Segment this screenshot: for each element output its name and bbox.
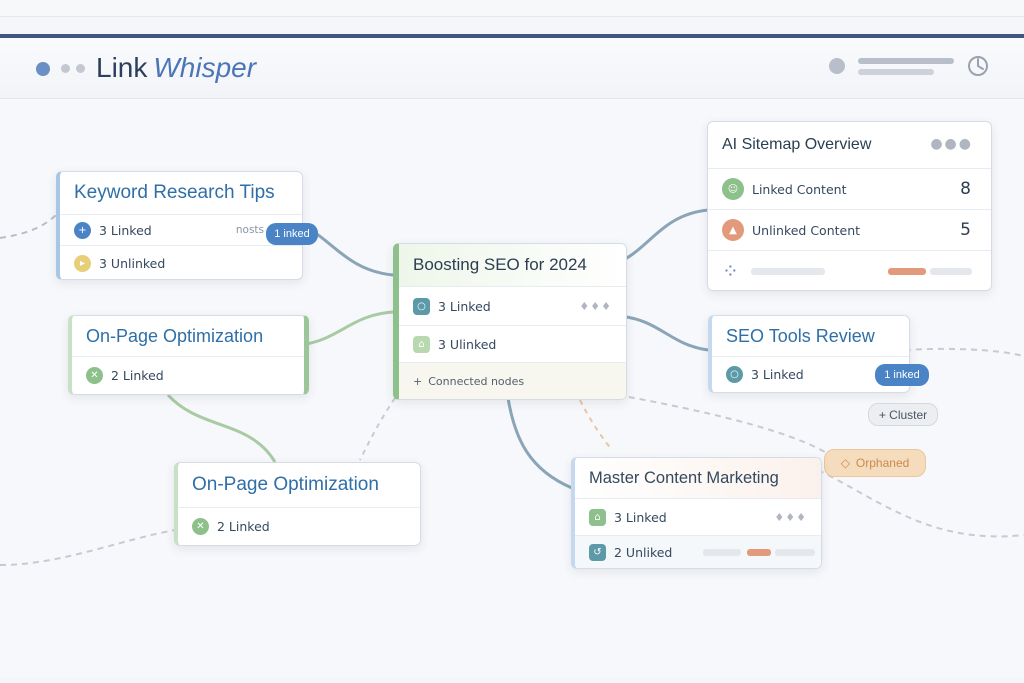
orphaned-chip[interactable]: ◇ Orphaned bbox=[824, 449, 926, 477]
sitemap-summary-row: ⁘ bbox=[708, 250, 991, 290]
tag-icon: ▲ bbox=[722, 219, 744, 241]
linked-count: 2 Linked bbox=[217, 518, 270, 534]
orphaned-label: Orphaned bbox=[855, 456, 910, 470]
node-boosting-seo[interactable]: Boosting SEO for 2024 ○ 3 Linked ♦♦♦ ⌂ 3… bbox=[393, 243, 627, 400]
node-unlinked-row[interactable]: ⌂ 3 Ulinked bbox=[399, 325, 626, 362]
placeholder-bar bbox=[930, 267, 972, 275]
node-title: On-Page Optimization bbox=[86, 325, 264, 346]
node-seo-tools[interactable]: SEO Tools Review ○ 3 Linked bbox=[708, 315, 910, 393]
node-onpage-top[interactable]: On-Page Optimization ✕ 2 Linked bbox=[68, 315, 309, 395]
linked-count: 3 Linked bbox=[99, 222, 152, 238]
sitemap-row-linked[interactable]: ☺ Linked Content 8 bbox=[708, 168, 991, 209]
node-linked-row[interactable]: + 3 Linked nosts bbox=[60, 214, 302, 245]
placeholder-bar bbox=[703, 548, 741, 556]
linked-count: 3 Linked bbox=[438, 298, 491, 314]
plus-icon: + bbox=[413, 374, 423, 388]
posts-tag: nosts bbox=[235, 224, 264, 236]
connected-nodes-footer[interactable]: + Connected nodes bbox=[399, 362, 626, 399]
node-linked-row[interactable]: ○ 3 Linked ♦♦♦ bbox=[399, 286, 626, 325]
node-title: Boosting SEO for 2024 bbox=[399, 244, 626, 286]
node-unlinked-row[interactable]: ↺ 2 Unliked bbox=[575, 535, 821, 568]
home-icon: ⌂ bbox=[413, 335, 430, 353]
sitemap-row-unlinked[interactable]: ▲ Unlinked Content 5 bbox=[708, 209, 991, 250]
window-dot-1[interactable] bbox=[36, 62, 50, 76]
settings-dial-icon[interactable] bbox=[967, 55, 989, 77]
placeholder-bar-accent bbox=[747, 548, 771, 556]
row-value: 5 bbox=[960, 220, 971, 240]
node-title: Keyword Research Tips bbox=[74, 182, 275, 203]
row-value: 8 bbox=[960, 179, 971, 199]
logo-primary: Link bbox=[96, 52, 148, 83]
diamond-icon: ◇ bbox=[840, 456, 850, 470]
row-label: Unlinked Content bbox=[752, 222, 861, 238]
node-onpage-bottom[interactable]: On-Page Optimization ✕ 2 Linked bbox=[174, 462, 421, 546]
droplets-icon: ♦♦♦ bbox=[774, 510, 807, 524]
unlinked-count: 3 Unlinked bbox=[99, 255, 166, 271]
footer-label: Connected nodes bbox=[428, 374, 525, 388]
linked-count: 3 Linked bbox=[751, 366, 804, 382]
linked-count: 3 Linked bbox=[614, 509, 667, 525]
close-icon: ✕ bbox=[86, 366, 103, 384]
node-title: Master Content Marketing bbox=[575, 458, 821, 498]
window-dot-2[interactable] bbox=[61, 64, 70, 73]
node-title: SEO Tools Review bbox=[726, 325, 875, 346]
refresh-icon: ↺ bbox=[589, 543, 606, 561]
user-avatar[interactable] bbox=[829, 58, 845, 74]
home-icon: ⌂ bbox=[589, 508, 606, 526]
circle-icon: ○ bbox=[726, 365, 743, 383]
cluster-chip[interactable]: + Cluster bbox=[868, 403, 938, 426]
node-linked-row[interactable]: ⌂ 3 Linked ♦♦♦ bbox=[575, 498, 821, 535]
placeholder-bar bbox=[775, 548, 815, 556]
header-placeholder-bar-1 bbox=[858, 58, 954, 64]
panel-title: AI Sitemap Overview bbox=[722, 136, 872, 153]
node-master-content[interactable]: Master Content Marketing ⌂ 3 Linked ♦♦♦ … bbox=[571, 457, 822, 569]
node-linked-row[interactable]: ✕ 2 Linked bbox=[178, 507, 420, 544]
node-unlinked-row[interactable]: ▸ 3 Unlinked bbox=[60, 245, 302, 279]
plus-icon: + bbox=[74, 221, 91, 239]
circle-icon: ○ bbox=[413, 297, 430, 315]
sitemap-overview-panel: AI Sitemap Overview ●●● ☺ Linked Content… bbox=[707, 121, 992, 291]
window-dot-3[interactable] bbox=[76, 64, 85, 73]
header-placeholder-bar-2 bbox=[858, 69, 934, 75]
grid-icon: ⁘ bbox=[722, 259, 739, 283]
unlinked-count: 3 Ulinked bbox=[438, 336, 497, 352]
more-options-icon[interactable]: ●●● bbox=[930, 136, 973, 152]
placeholder-bar bbox=[750, 267, 825, 275]
node-title: On-Page Optimization bbox=[192, 474, 379, 495]
tools-link-badge[interactable]: 1 inked bbox=[875, 364, 929, 386]
placeholder-bar-accent bbox=[888, 267, 926, 275]
node-linked-row[interactable]: ✕ 2 Linked bbox=[72, 356, 304, 393]
droplets-icon: ♦♦♦ bbox=[579, 299, 612, 313]
node-linked-row[interactable]: ○ 3 Linked bbox=[712, 356, 909, 391]
linked-count: 2 Linked bbox=[111, 367, 164, 383]
play-icon: ▸ bbox=[74, 254, 91, 272]
keyword-link-badge[interactable]: 1 inked bbox=[266, 223, 318, 245]
close-icon: ✕ bbox=[192, 517, 209, 535]
browser-top-strip bbox=[0, 0, 1024, 17]
users-icon: ☺ bbox=[722, 178, 744, 200]
unlinked-count: 2 Unliked bbox=[614, 544, 673, 560]
row-label: Linked Content bbox=[752, 181, 847, 197]
node-keyword-research[interactable]: Keyword Research Tips + 3 Linked nosts ▸… bbox=[56, 171, 303, 280]
logo-secondary: Whisper bbox=[153, 52, 257, 83]
